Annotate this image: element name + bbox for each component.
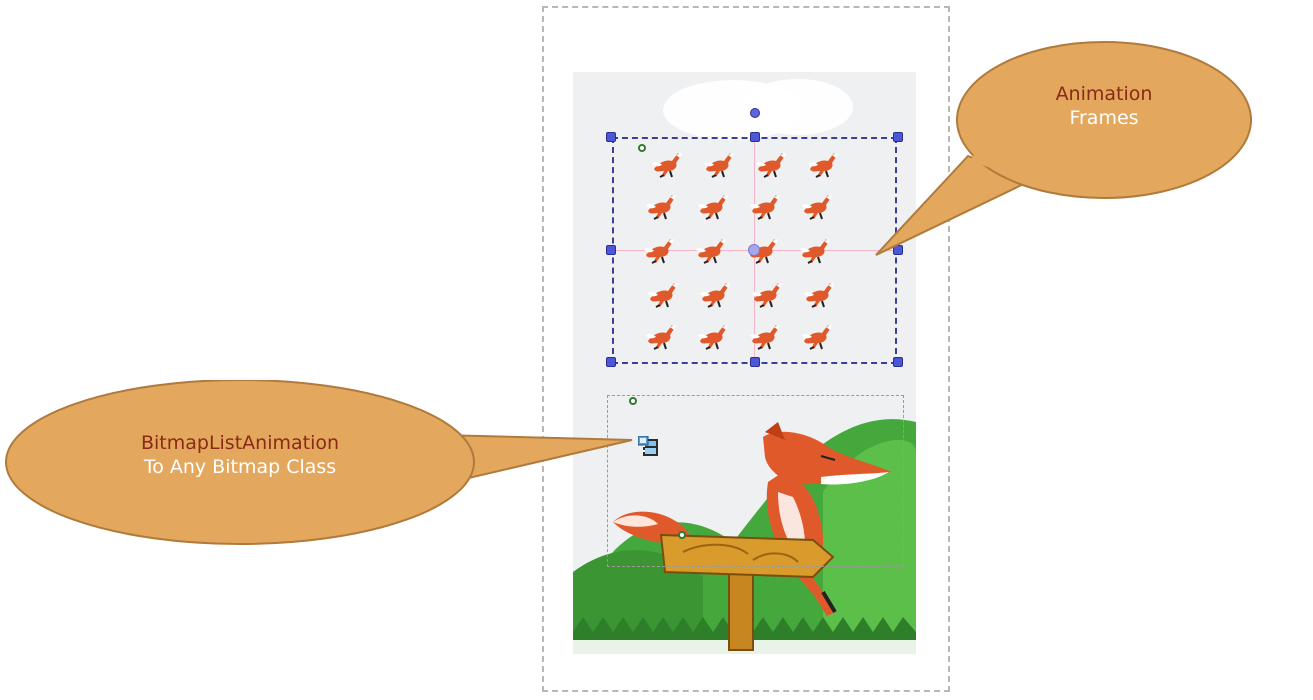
anchor-point-marker bbox=[678, 531, 686, 539]
resize-handle-top-right[interactable] bbox=[893, 132, 903, 142]
callout-animation-frames: Animation Frames bbox=[872, 30, 1313, 270]
scene-background-image bbox=[573, 72, 916, 654]
callout-subtitle: To Any Bitmap Class bbox=[143, 456, 337, 478]
resize-handle-left[interactable] bbox=[606, 245, 616, 255]
speech-bubble-shape bbox=[875, 41, 1252, 256]
form-frame bbox=[542, 6, 950, 692]
callout-bitmap-list-animation: BitmapListAnimation To Any Bitmap Class bbox=[0, 380, 640, 550]
callout-title: Animation bbox=[1055, 83, 1153, 105]
rotation-handle[interactable] bbox=[750, 108, 760, 118]
callout-subtitle: Frames bbox=[1069, 107, 1139, 129]
pivot-handle[interactable] bbox=[748, 244, 760, 256]
resize-handle-bottom-left[interactable] bbox=[606, 357, 616, 367]
resize-handle-top[interactable] bbox=[750, 132, 760, 142]
speech-bubble-shape bbox=[5, 380, 633, 545]
resize-handle-top-left[interactable] bbox=[606, 132, 616, 142]
resize-handle-bottom[interactable] bbox=[750, 357, 760, 367]
animated-bitmap-bounds[interactable] bbox=[607, 395, 904, 567]
film-strip-icon[interactable] bbox=[638, 436, 660, 458]
resize-handle-bottom-right[interactable] bbox=[893, 357, 903, 367]
anchor-point-marker bbox=[638, 144, 646, 152]
callout-title: BitmapListAnimation bbox=[140, 432, 340, 454]
scene-artwork bbox=[573, 79, 916, 654]
anchor-point-marker bbox=[629, 397, 637, 405]
